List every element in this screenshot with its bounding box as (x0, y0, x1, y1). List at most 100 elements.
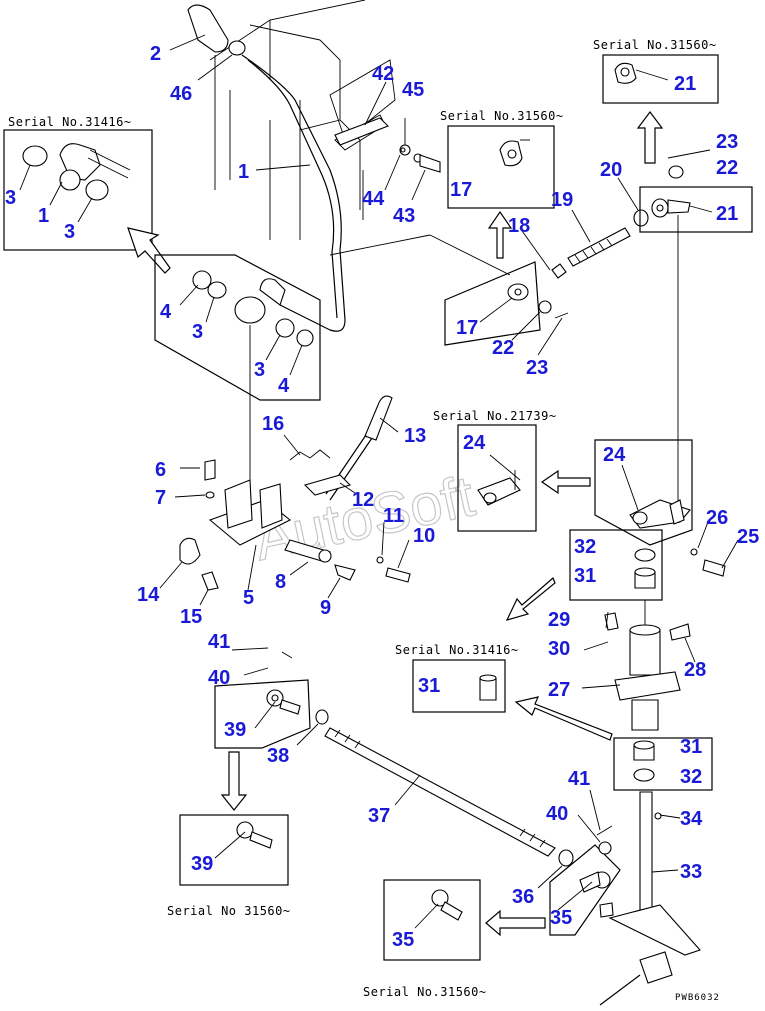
socket-bushings (192, 270, 314, 347)
callout-21-b: 21 (716, 203, 738, 225)
callout-41-a: 41 (208, 631, 230, 653)
rod-end-box-39 (214, 679, 311, 749)
arm-24 (629, 499, 691, 529)
callout-31-a: 31 (574, 565, 596, 587)
callout-26: 26 (706, 507, 728, 529)
callout-3-d: 3 (254, 359, 265, 381)
callout-31-box: 31 (418, 675, 440, 697)
callout-8: 8 (275, 571, 286, 593)
callout-30: 30 (548, 638, 570, 660)
control-housing (209, 0, 396, 240)
detail-box-39 (179, 814, 289, 886)
detail-box-17 (447, 125, 555, 209)
bushing-detail-top (22, 143, 131, 201)
arrow-to-detail-top (127, 227, 171, 274)
callout-24-b: 24 (603, 444, 626, 466)
callout-38: 38 (267, 745, 289, 767)
callout-3-box-b: 3 (64, 221, 75, 243)
rod-end-21 (651, 198, 691, 218)
callout-6: 6 (155, 459, 166, 481)
arrow-to-detail-17 (487, 210, 513, 259)
arrow-to-column (505, 576, 556, 621)
callout-44: 44 (362, 188, 385, 210)
callout-17-b: 17 (456, 317, 478, 339)
callout-20: 20 (600, 159, 622, 181)
serial-21739: Serial No.21739~ (433, 409, 557, 423)
callout-3-box-a: 3 (5, 187, 16, 209)
callout-18: 18 (508, 215, 530, 237)
bushing-detail-31 (479, 674, 497, 701)
column-27 (604, 612, 691, 731)
bushing-box-31-32-top (569, 529, 663, 601)
arrow-to-detail-21 (636, 111, 664, 164)
rod-end-detail-39 (236, 821, 273, 849)
callout-28: 28 (684, 659, 706, 681)
rod-end-detail-21 (614, 62, 669, 84)
arm-box-24 (594, 439, 693, 546)
callout-40-b: 40 (546, 803, 568, 825)
callout-9: 9 (320, 597, 331, 619)
serial-31560-35: Serial No.31560~ (363, 985, 487, 999)
callout-41-b: 41 (568, 768, 590, 790)
callout-34: 34 (680, 808, 703, 830)
callout-22-b: 22 (492, 337, 514, 359)
callout-15: 15 (180, 606, 202, 628)
callout-32-a: 32 (574, 536, 596, 558)
rod-37 (324, 727, 574, 867)
arrow-to-detail-39 (220, 751, 248, 811)
detail-box-24 (457, 424, 537, 532)
detail-box-21 (602, 54, 719, 104)
lever-8-group (284, 539, 411, 583)
callout-11: 11 (383, 505, 404, 527)
serial-31416-31: Serial No.31416~ (395, 643, 519, 657)
callout-39-box: 39 (224, 719, 246, 741)
callout-35-detail: 35 (392, 929, 414, 951)
arrow-to-detail-24 (540, 469, 591, 495)
socket-box (154, 254, 321, 401)
leader-lines (19, 34, 739, 929)
callout-42: 42 (372, 63, 394, 85)
rod-end-detail-17 (499, 139, 530, 167)
callout-14: 14 (137, 584, 160, 606)
callout-37: 37 (368, 805, 390, 827)
callout-21-box: 21 (674, 73, 696, 95)
callout-5: 5 (243, 587, 254, 609)
rod-end-39 (266, 689, 329, 725)
drawing-code: PWB6032 (675, 993, 720, 1003)
callout-32-b: 32 (680, 766, 702, 788)
arrow-to-detail-31 (514, 696, 613, 741)
callout-10: 10 (413, 525, 435, 547)
arm-detail-24 (477, 470, 521, 506)
bracket-bolt-group (334, 117, 441, 220)
callout-19: 19 (551, 189, 573, 211)
bushing-31-32-bottom (633, 740, 655, 782)
callout-33: 33 (680, 861, 702, 883)
callout-35-a: 35 (550, 907, 572, 929)
serial-31560-17: Serial No.31560~ (440, 109, 564, 123)
callout-40-a: 40 (208, 667, 230, 689)
shaft-33 (599, 791, 701, 1006)
callout-7: 7 (155, 487, 166, 509)
callout-46: 46 (170, 83, 192, 105)
detail-box-35 (383, 879, 481, 961)
detail-box-31416-top (3, 129, 153, 251)
callout-22-a: 22 (716, 157, 738, 179)
bushing-31-32-top (634, 548, 656, 589)
lever-assembly (187, 4, 511, 332)
callout-1: 1 (238, 161, 249, 183)
callout-4-a: 4 (160, 301, 172, 323)
rod-19 (551, 209, 649, 279)
callout-31-c: 31 (680, 736, 702, 758)
callout-1-box: 1 (38, 205, 49, 227)
arrow-to-detail-35 (485, 909, 546, 937)
callout-27: 27 (548, 679, 570, 701)
callout-24-box: 24 (463, 432, 486, 454)
serial-31560-39: Serial No 31560~ (167, 904, 291, 918)
callout-45: 45 (402, 79, 424, 101)
callout-4-b: 4 (278, 375, 290, 397)
bracket-5 (179, 459, 292, 591)
rod-end-17 (507, 283, 569, 319)
callout-2: 2 (150, 43, 161, 65)
bushing-box-31-32-bottom (613, 737, 713, 791)
